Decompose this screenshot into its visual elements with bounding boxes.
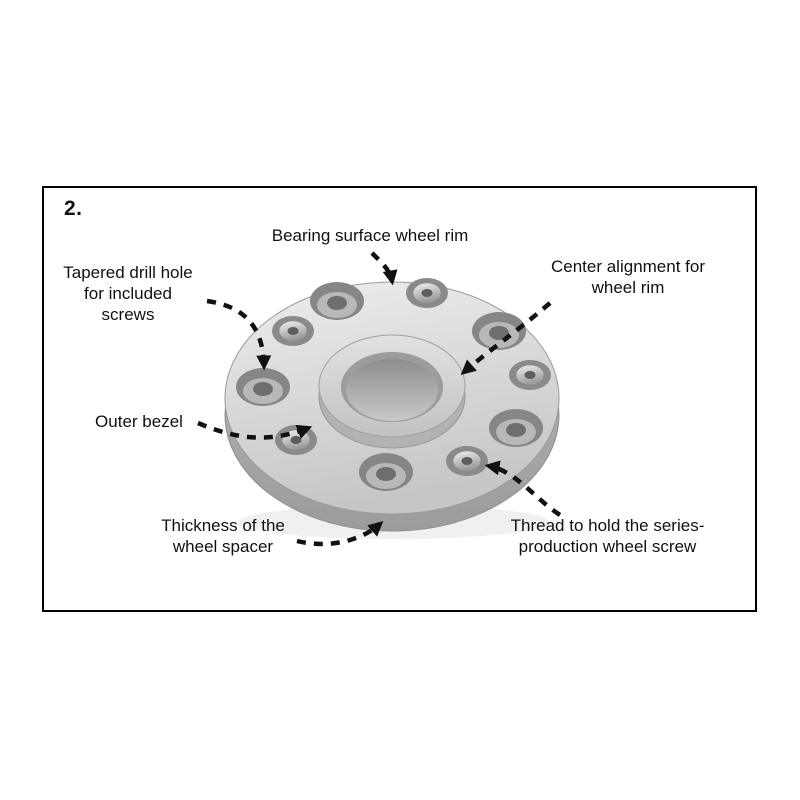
threaded-hole	[272, 316, 314, 346]
label-tapered-drill-hole: Tapered drill hole for included screws	[63, 263, 193, 324]
tapered-drill-hole	[489, 409, 543, 447]
arrow-outer-bezel	[197, 420, 313, 440]
label-center-alignment: Center alignment for wheel rim	[550, 257, 706, 297]
arrow-thread	[484, 460, 562, 517]
label-bearing-surface: Bearing surface wheel rim	[271, 226, 469, 245]
tapered-drill-hole	[472, 312, 526, 350]
threaded-hole	[406, 278, 448, 308]
tapered-drill-hole	[310, 282, 364, 320]
arrow-bearing-surface	[370, 251, 398, 286]
label-thickness: Thickness of the wheel spacer	[161, 516, 285, 556]
tapered-drill-hole	[359, 453, 413, 491]
threaded-hole	[509, 360, 551, 390]
threaded-hole	[446, 446, 488, 476]
label-outer-bezel: Outer bezel	[95, 412, 183, 431]
label-thread: Thread to hold the series- production wh…	[510, 516, 705, 556]
tapered-drill-hole	[236, 368, 290, 406]
step-number: 2.	[64, 197, 83, 220]
threaded-hole	[275, 425, 317, 455]
center-bore	[346, 359, 438, 421]
